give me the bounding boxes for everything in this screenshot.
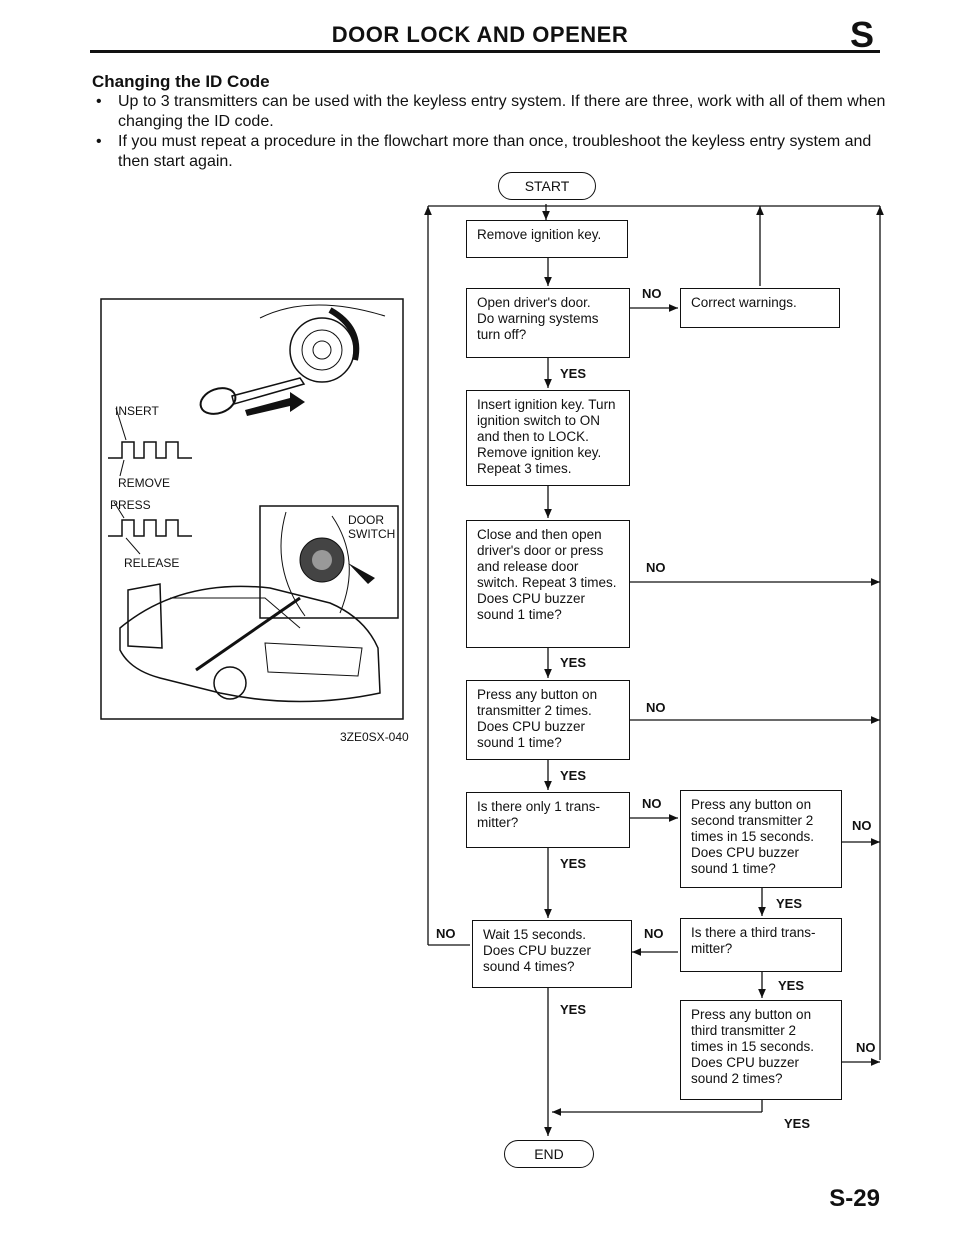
step-close-open-door: Close and then open driver's door or pre… bbox=[466, 520, 630, 648]
no-label: NO bbox=[852, 818, 872, 833]
no-label: NO bbox=[436, 926, 456, 941]
step-third-transmitter: Press any button on third transmitter 2 … bbox=[680, 1000, 842, 1100]
no-label: NO bbox=[644, 926, 664, 941]
header-rule bbox=[90, 50, 880, 53]
step-remove-key: Remove ignition key. bbox=[466, 220, 628, 258]
no-label: NO bbox=[646, 700, 666, 715]
insert-label: INSERT bbox=[115, 404, 159, 418]
no-label: NO bbox=[646, 560, 666, 575]
step-third-question: Is there a third trans-mitter? bbox=[680, 918, 842, 972]
yes-label: YES bbox=[560, 1002, 587, 1017]
bullet-item: If you must repeat a procedure in the fl… bbox=[92, 132, 892, 172]
step-wait-15: Wait 15 seconds. Does CPU buzzer sound 4… bbox=[472, 920, 632, 988]
step-second-transmitter: Press any button on second transmitter 2… bbox=[680, 790, 842, 888]
page-number: S-29 bbox=[829, 1185, 880, 1212]
press-label: PRESS bbox=[110, 498, 151, 512]
step-only-one-transmitter: Is there only 1 trans-mitter? bbox=[466, 792, 630, 848]
figure-code: 3ZE0SX-040 bbox=[340, 730, 409, 744]
yes-label: YES bbox=[560, 856, 587, 871]
end-terminal: END bbox=[504, 1140, 594, 1168]
step-insert-key: Insert ignition key. Turn ignition switc… bbox=[466, 390, 630, 486]
release-label: RELEASE bbox=[124, 556, 180, 570]
step-correct-warnings: Correct warnings. bbox=[680, 288, 840, 328]
section-title: Changing the ID Code bbox=[92, 72, 270, 91]
yes-label: YES bbox=[776, 896, 803, 911]
no-label: NO bbox=[642, 796, 662, 811]
no-label: NO bbox=[642, 286, 662, 301]
yes-label: YES bbox=[560, 366, 587, 381]
bullet-list: Up to 3 transmitters can be used with th… bbox=[92, 92, 892, 172]
page-header-title: DOOR LOCK AND OPENER bbox=[331, 22, 629, 47]
yes-label: YES bbox=[560, 768, 587, 783]
yes-label: YES bbox=[784, 1116, 811, 1131]
yes-label: YES bbox=[778, 978, 805, 993]
door-switch-label: DOOR SWITCH bbox=[348, 513, 396, 541]
bullet-item: Up to 3 transmitters can be used with th… bbox=[92, 92, 892, 132]
step-press-transmitter: Press any button on transmitter 2 times.… bbox=[466, 680, 630, 760]
step-open-door: Open driver's door. Do warning systems t… bbox=[466, 288, 630, 358]
start-terminal: START bbox=[498, 172, 596, 200]
yes-label: YES bbox=[560, 655, 587, 670]
section-letter: S bbox=[849, 14, 874, 55]
ignition-door-illustration bbox=[100, 298, 404, 720]
no-label: NO bbox=[856, 1040, 876, 1055]
remove-label: REMOVE bbox=[118, 476, 171, 490]
